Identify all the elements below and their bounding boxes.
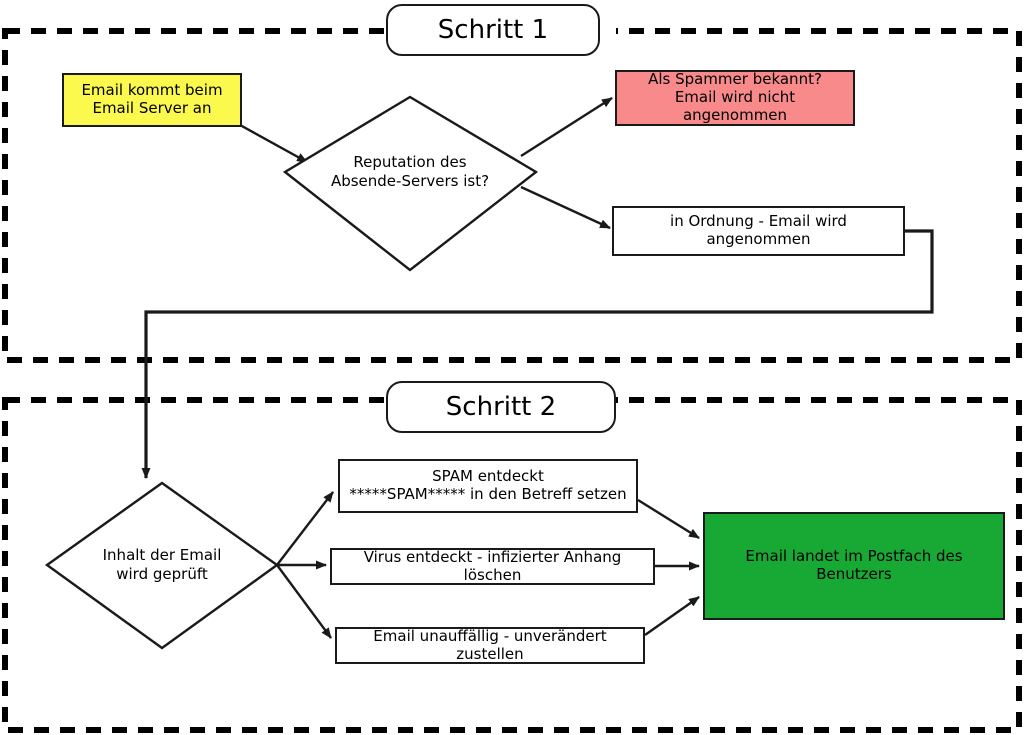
node-email-unauffaellig[interactable]: Email unauffällig - unverändert zustelle… <box>335 627 645 664</box>
edge-start-to-reputation <box>239 123 308 164</box>
edge-inhalt-to-unauffaellig <box>276 564 332 639</box>
node-spam-entdeckt-line1: SPAM entdeckt <box>432 467 544 486</box>
node-email-landet-im-postfach[interactable]: Email landet im Postfach des Benutzers <box>703 512 1005 620</box>
node-email-unauffaellig-text: Email unauffällig - unverändert zustelle… <box>373 626 607 663</box>
node-email-kommt-an-line1: Email kommt beim <box>81 81 223 100</box>
stage-label-schritt2-text: Schritt 2 <box>445 391 557 422</box>
decision-reputation-shape <box>282 95 539 272</box>
stage-label-schritt1-text: Schritt 1 <box>437 14 549 45</box>
node-als-spammer-bekannt-line2: Email wird nicht angenommen <box>674 88 796 124</box>
node-email-kommt-an[interactable]: Email kommt beim Email Server an <box>62 73 242 127</box>
node-email-landet-im-postfach-text: Email landet im Postfach des Benutzers <box>745 547 963 583</box>
node-in-ordnung-angenommen-text: in Ordnung - Email wird angenommen <box>670 212 847 248</box>
edge-spam-to-postfach <box>637 498 700 540</box>
edge-ok-to-inhalt <box>141 229 934 479</box>
edge-inhalt-to-spam <box>276 491 334 566</box>
node-spam-entdeckt-line2: *****SPAM***** in den Betreff setzen <box>349 485 627 503</box>
node-spam-entdeckt[interactable]: SPAM entdeckt *****SPAM***** in den Betr… <box>338 459 638 513</box>
node-email-kommt-an-text: Email kommt beim Email Server an <box>81 82 222 117</box>
node-als-spammer-bekannt-text: Als Spammer bekannt? Email wird nicht an… <box>623 71 847 124</box>
node-email-kommt-an-line2: Email Server an <box>92 99 212 117</box>
decision-inhalt-shape <box>44 481 280 650</box>
edge-reputation-to-ok <box>520 185 611 230</box>
node-als-spammer-bekannt-line1: Als Spammer bekannt? <box>648 70 822 89</box>
node-virus-entdeckt-text: Virus entdeckt - infizierter Anhang lösc… <box>363 547 622 584</box>
edge-unauffaellig-to-postfach <box>644 596 700 636</box>
stage-label-schritt2: Schritt 2 <box>386 381 616 433</box>
edge-reputation-to-spammer <box>520 96 613 158</box>
node-virus-entdeckt[interactable]: Virus entdeckt - infizierter Anhang lösc… <box>330 548 655 585</box>
stage-label-schritt1: Schritt 1 <box>386 4 600 56</box>
node-in-ordnung-angenommen[interactable]: in Ordnung - Email wird angenommen <box>612 206 905 256</box>
node-spam-entdeckt-text: SPAM entdeckt *****SPAM***** in den Betr… <box>349 468 626 503</box>
node-als-spammer-bekannt[interactable]: Als Spammer bekannt? Email wird nicht an… <box>615 70 855 126</box>
